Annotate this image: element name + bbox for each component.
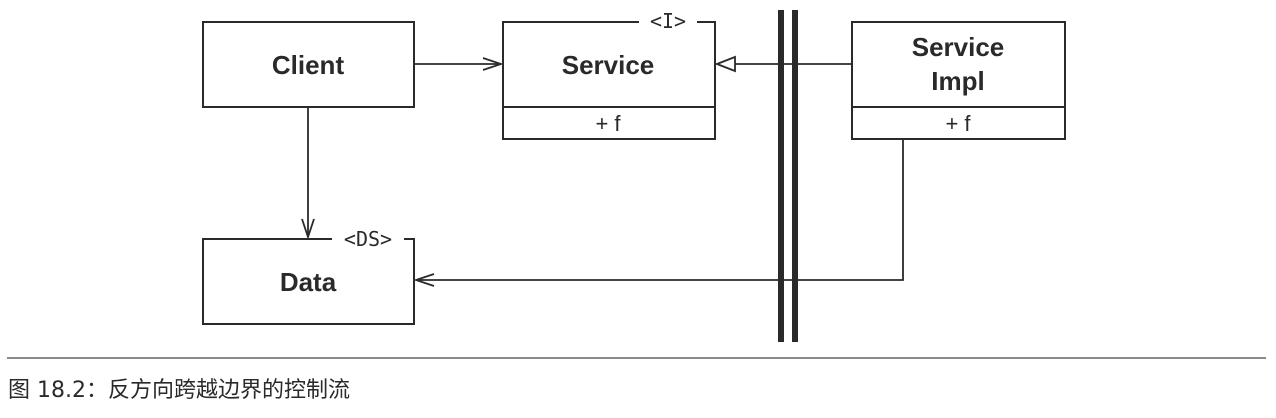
figure-caption: 图 18.2：反方向跨越边界的控制流	[8, 378, 350, 403]
data-stereotype: <DS>	[344, 227, 392, 251]
service-class-name: Service	[562, 50, 655, 80]
service-impl-class-box: Service Impl + f	[851, 21, 1066, 140]
data-class-name: Data	[280, 267, 337, 297]
service-impl-class-name-line2: Impl	[931, 66, 984, 96]
service-stereotype-mask	[639, 9, 697, 33]
service-stereotype: <I>	[650, 9, 686, 33]
client-class-name: Client	[272, 50, 345, 80]
data-stereotype-mask	[332, 226, 404, 250]
impl-to-data-arrow	[416, 139, 904, 280]
service-impl-class-name-line1: Service	[912, 32, 1005, 62]
architecture-boundary	[778, 10, 798, 342]
data-class-box: <DS> Data	[202, 226, 415, 325]
uml-class-diagram: Client <I> Service + f Service Impl + f …	[202, 9, 1066, 342]
service-attribute: + f	[595, 111, 621, 136]
service-class-box: <I> Service + f	[502, 9, 716, 140]
client-class-box: Client	[202, 21, 415, 108]
caption-divider	[7, 357, 1266, 359]
service-impl-attribute: + f	[945, 111, 971, 136]
